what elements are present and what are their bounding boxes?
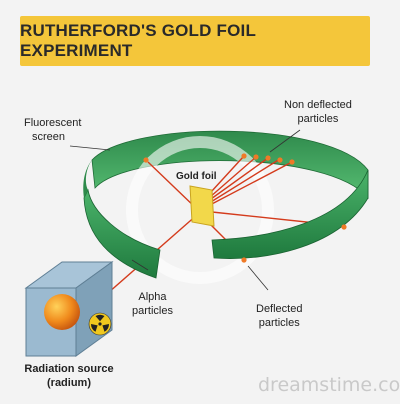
screen-front-right-band: [211, 169, 369, 259]
gold-foil-sheet: [189, 185, 215, 227]
title-banner: RUTHERFORD'S GOLD FOIL EXPERIMENT: [20, 16, 370, 66]
watermark-overlay: .: [190, 219, 194, 233]
watermark-text: dreamstime.com: [258, 374, 400, 396]
impact-dot: [253, 154, 259, 160]
leader-deflected: [247, 265, 269, 291]
gold-foil-label: Gold foil: [176, 170, 217, 184]
impact-dot: [265, 155, 271, 161]
fluorescent-screen-line2: screen: [32, 131, 66, 143]
deflected-line2: particles: [258, 317, 300, 329]
non-deflected-label: Non deflected particles: [284, 98, 352, 126]
impact-dot: [277, 157, 283, 163]
impact-dot: [143, 157, 149, 163]
source-line2: (radium): [47, 377, 91, 389]
impact-dot: [241, 257, 247, 263]
fluorescent-screen-line1: Fluorescent: [24, 117, 82, 129]
ray-straight-5: [207, 161, 293, 207]
watermark: dreamstime.com: [258, 374, 400, 396]
leader-lines: [69, 129, 301, 291]
leader-nondeflected: [269, 129, 301, 153]
screen-front-left-band: [83, 188, 161, 279]
impact-dot: [289, 159, 295, 165]
radiation-source-box: [24, 261, 114, 357]
leader-screen: [69, 145, 111, 151]
fluorescent-screen-label: Fluorescent screen: [24, 116, 81, 144]
deflected-line1: Deflected: [256, 303, 303, 315]
radiation-source-label: Radiation source (radium): [14, 362, 124, 390]
ray-straight-3: [203, 157, 269, 205]
alpha-line2: particles: [132, 305, 173, 317]
impact-dots: [143, 153, 347, 263]
non-deflected-line1: Non deflected: [284, 99, 352, 111]
radiation-icon: [91, 314, 109, 332]
watermark-circle: [126, 136, 274, 284]
screen-left-edge: [83, 160, 92, 198]
deflected-particles-label: Deflected particles: [256, 302, 302, 330]
source-line1: Radiation source: [24, 363, 114, 375]
gold-foil-text: Gold foil: [176, 171, 217, 182]
radium-ball: [44, 294, 80, 330]
impact-dot: [341, 224, 347, 230]
leader-alpha: [131, 259, 149, 271]
alpha-line1: Alpha: [138, 291, 167, 303]
ray-straight-4: [205, 158, 281, 206]
non-deflected-line2: particles: [297, 113, 339, 125]
ray-to-left-screen: [147, 161, 199, 211]
impact-dot: [241, 153, 247, 159]
page-title: RUTHERFORD'S GOLD FOIL EXPERIMENT: [20, 21, 256, 60]
alpha-particles-label: Alpha particles: [132, 290, 173, 318]
